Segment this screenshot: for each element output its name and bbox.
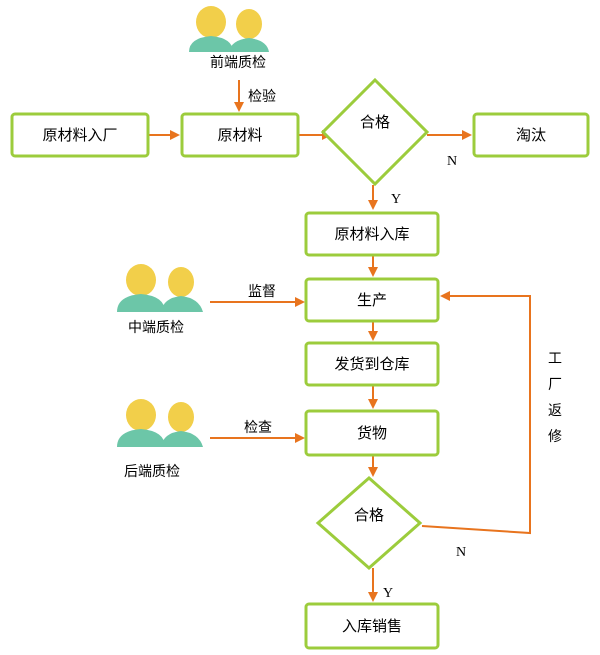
node-raw-label: 原材料 [217, 126, 262, 144]
edge-label-yes1: Y [391, 192, 401, 207]
node-production: 生产 [304, 277, 440, 323]
node-reject: 淘汰 [472, 112, 590, 158]
node-raw-in-label: 原材料入厂 [42, 126, 117, 144]
node-check1: 合格 [320, 77, 430, 187]
arrow-repair [421, 291, 531, 535]
edge-label-no1: N [447, 154, 457, 169]
back-inspector-icon [117, 399, 203, 447]
edge-label-check: 检查 [244, 420, 272, 436]
edge-label-no2: N [456, 545, 466, 560]
node-storage: 原材料入库 [304, 211, 440, 257]
repair-char-4: 修 [548, 429, 562, 445]
node-sales-label: 入库销售 [342, 617, 402, 635]
repair-char-1: 工 [548, 351, 562, 367]
node-check1-label: 合格 [360, 113, 390, 131]
edge-label-supervise: 监督 [248, 284, 276, 300]
repair-char-2: 厂 [548, 377, 562, 393]
node-raw-in: 原材料入厂 [10, 112, 150, 158]
node-check2-label: 合格 [354, 506, 384, 524]
back-inspector-label: 后端质检 [124, 464, 180, 480]
node-raw: 原材料 [180, 112, 300, 158]
front-inspector-label: 前端质检 [210, 54, 266, 71]
node-production-label: 生产 [357, 291, 387, 309]
node-goods-label: 货物 [357, 424, 387, 442]
node-goods: 货物 [304, 409, 440, 457]
middle-inspector-icon [117, 264, 203, 312]
node-reject-label: 淘汰 [516, 126, 546, 144]
edge-label-repair: 工 厂 返 修 [548, 351, 562, 445]
repair-char-3: 返 [548, 403, 562, 419]
edge-label-inspect: 检验 [248, 89, 276, 105]
node-check2: 合格 [315, 475, 423, 571]
middle-inspector-label: 中端质检 [128, 320, 184, 336]
node-ship: 发货到仓库 [304, 341, 440, 387]
front-inspector-icon [189, 6, 269, 52]
node-sales: 入库销售 [304, 602, 440, 650]
edge-label-yes2: Y [383, 586, 393, 601]
node-ship-label: 发货到仓库 [334, 355, 409, 373]
node-storage-label: 原材料入库 [334, 225, 409, 243]
